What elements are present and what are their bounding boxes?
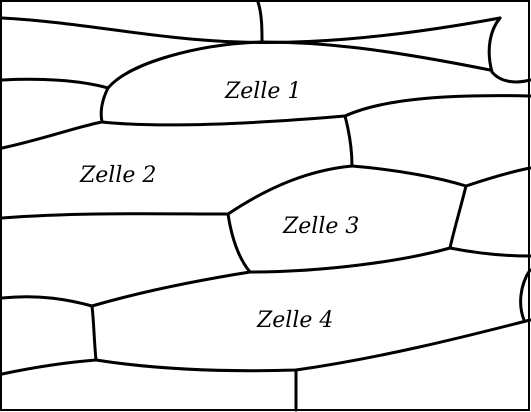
cell-wall-zelle-1-3-divider <box>345 116 352 166</box>
cell-wall-top-row <box>2 18 500 42</box>
cell-wall-zelle-3-left <box>228 214 250 272</box>
cell-wall-right-upper <box>466 168 530 186</box>
cell-wall-lower-left-lower <box>2 360 96 374</box>
cell-wall-zelle-3-top <box>228 166 466 214</box>
cell-wall-zelle-1-right <box>345 96 530 116</box>
cell-wall-right-lower <box>450 248 530 256</box>
label-zelle-2: Zelle 2 <box>79 163 156 188</box>
cell-wall-top-divider <box>258 2 262 42</box>
cell-wall-zelle-2-bottom <box>2 214 228 218</box>
label-zelle-3: Zelle 3 <box>282 214 359 239</box>
cell-wall-lower-left-upper <box>2 297 92 306</box>
cell-wall-zelle-4-left <box>92 306 96 360</box>
cell-wall-zelle-3-bottom <box>250 248 450 272</box>
cell-wall-top-right-cell <box>489 18 530 82</box>
cell-wall-zelle-4-top <box>92 272 250 306</box>
cell-wall-zelle-3-right <box>450 186 466 248</box>
cell-wall-zelle-1-left <box>101 88 108 122</box>
label-zelle-1: Zelle 1 <box>224 79 301 104</box>
cell-wall-left-upper <box>2 79 108 88</box>
cell-wall-left-lower <box>2 122 102 148</box>
cell-wall-zelle-1-bottom <box>102 116 345 125</box>
label-zelle-4: Zelle 4 <box>256 308 333 333</box>
